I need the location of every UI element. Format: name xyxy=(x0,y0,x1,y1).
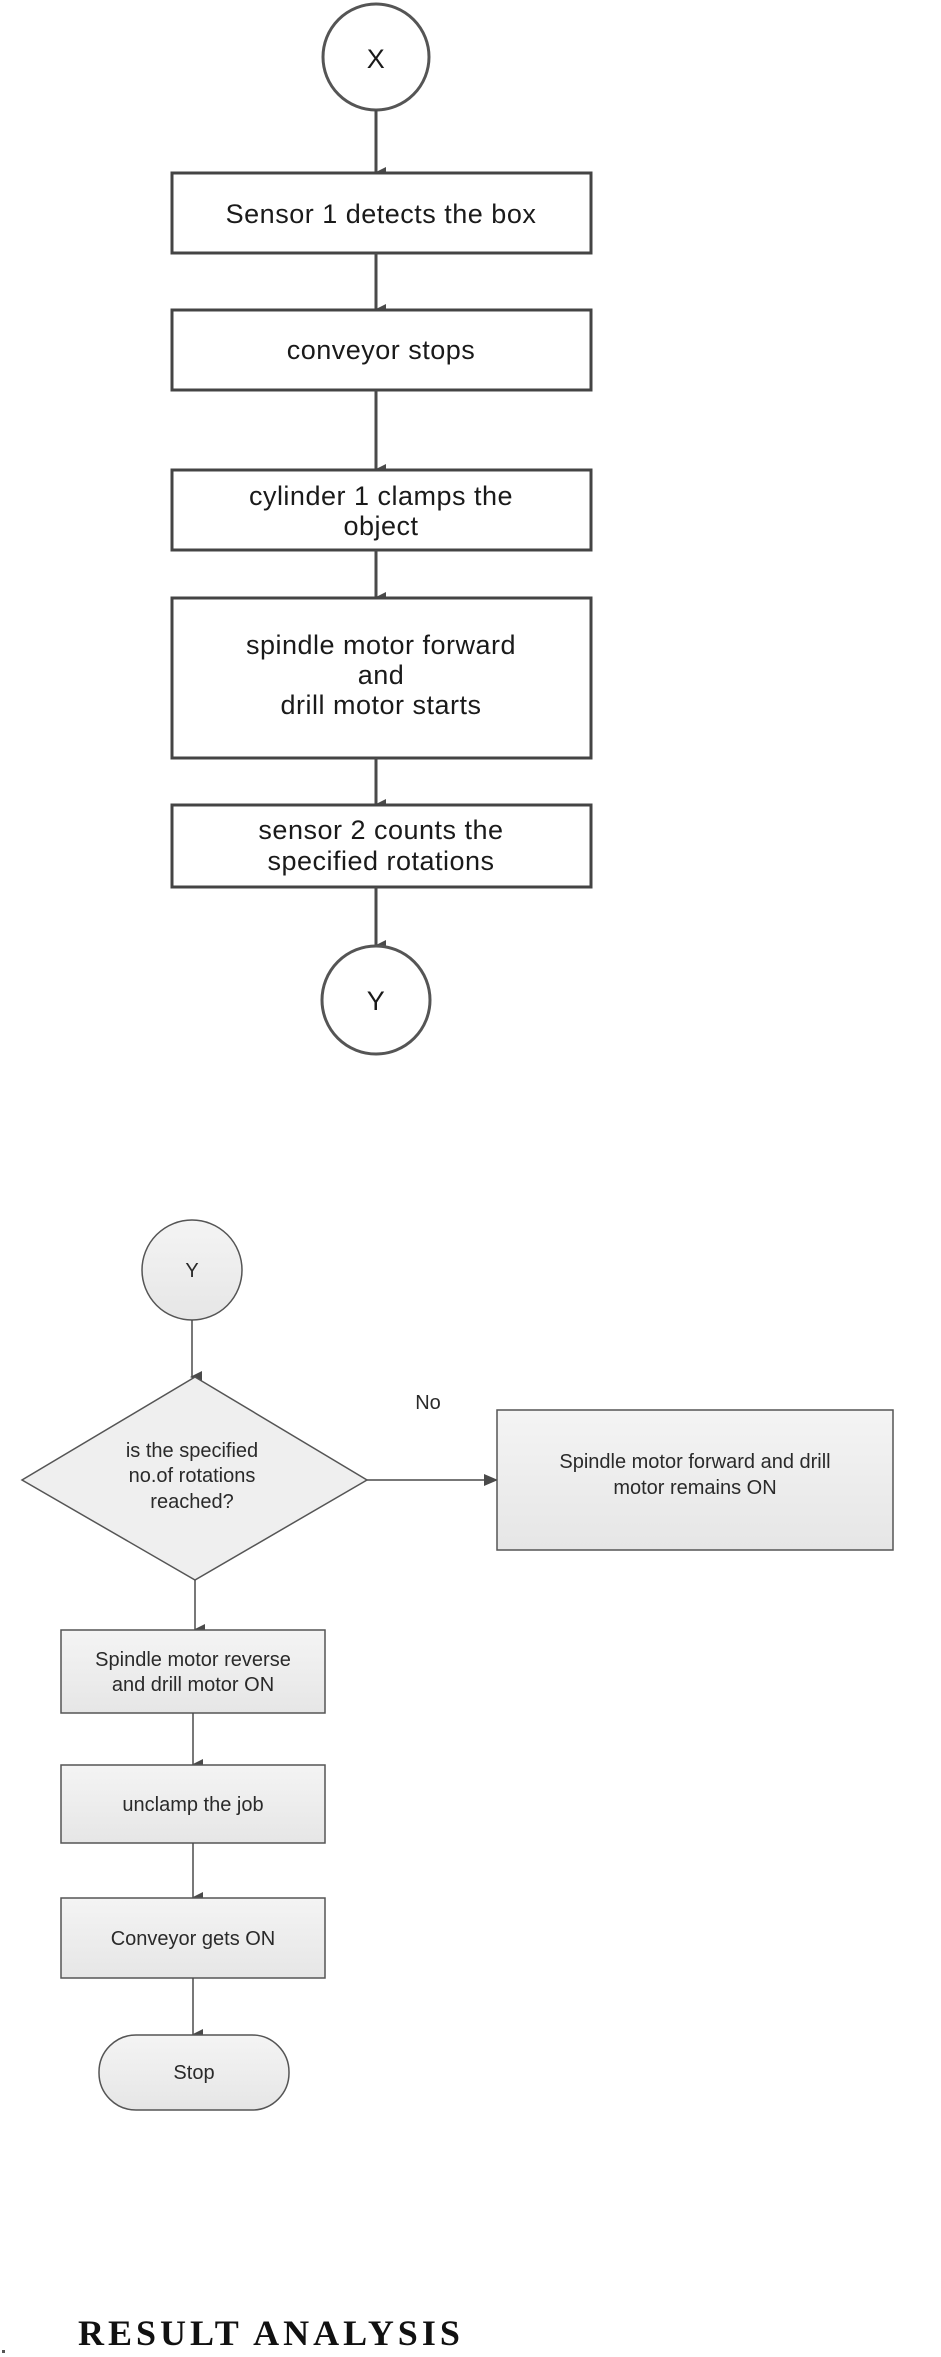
connector-y-end: Y xyxy=(320,944,432,1056)
no-branch-line2: motor remains ON xyxy=(613,1477,776,1499)
process-cylinder-clamps: cylinder 1 clamps the object xyxy=(170,468,593,552)
stray-mark xyxy=(2,2350,5,2353)
process-no-branch: Spindle motor forward and drill motor re… xyxy=(496,1409,894,1551)
process-spindle-forward-line2: and xyxy=(358,660,405,690)
decision-line3: reached? xyxy=(150,1491,233,1513)
connector-y-start-label: Y xyxy=(185,1260,198,1282)
process-cylinder-clamps-line1: cylinder 1 clamps the xyxy=(249,481,513,511)
process-conveyor-stops: conveyor stops xyxy=(170,308,593,392)
no-branch-label: No xyxy=(415,1392,441,1414)
connector-x: X xyxy=(321,2,431,112)
decision-rotations-reached: is the specified no.of rotations reached… xyxy=(20,1376,369,1581)
connector-y-start: Y xyxy=(141,1219,243,1321)
conveyor-on-label: Conveyor gets ON xyxy=(111,1928,276,1950)
process-conveyor-on: Conveyor gets ON xyxy=(60,1897,326,1979)
process-sensor1: Sensor 1 detects the box xyxy=(170,171,593,255)
connector-y-end-label: Y xyxy=(367,986,386,1016)
process-sensor2-line2: specified rotations xyxy=(267,846,494,876)
unclamp-label: unclamp the job xyxy=(122,1794,263,1816)
spindle-reverse-line2: and drill motor ON xyxy=(112,1674,274,1696)
process-spindle-forward-line1: spindle motor forward xyxy=(246,630,516,660)
flowchart-top: X Sensor 1 detects the box conveyor stop… xyxy=(170,2,593,1056)
section-heading: RESULT ANALYSIS xyxy=(78,2313,464,2353)
terminal-stop-label: Stop xyxy=(173,2062,214,2084)
decision-line2: no.of rotations xyxy=(129,1465,256,1487)
process-spindle-reverse: Spindle motor reverse and drill motor ON xyxy=(60,1629,326,1714)
spindle-reverse-line1: Spindle motor reverse xyxy=(95,1649,291,1671)
process-spindle-forward: spindle motor forward and drill motor st… xyxy=(170,596,593,760)
process-sensor2-counts: sensor 2 counts the specified rotations xyxy=(170,803,593,889)
no-branch-line1: Spindle motor forward and drill xyxy=(559,1451,830,1473)
process-sensor2-line1: sensor 2 counts the xyxy=(258,815,503,845)
process-cylinder-clamps-line2: object xyxy=(343,511,418,541)
terminal-stop: Stop xyxy=(98,2034,290,2111)
process-sensor1-label: Sensor 1 detects the box xyxy=(226,199,537,229)
process-conveyor-stops-label: conveyor stops xyxy=(287,335,476,365)
connector-x-label: X xyxy=(367,44,386,74)
process-unclamp-job: unclamp the job xyxy=(60,1764,326,1844)
flowchart-bottom: Y is the specified no.of rotations reach… xyxy=(20,1219,894,2111)
process-spindle-forward-line3: drill motor starts xyxy=(280,690,481,720)
decision-line1: is the specified xyxy=(126,1440,258,1462)
